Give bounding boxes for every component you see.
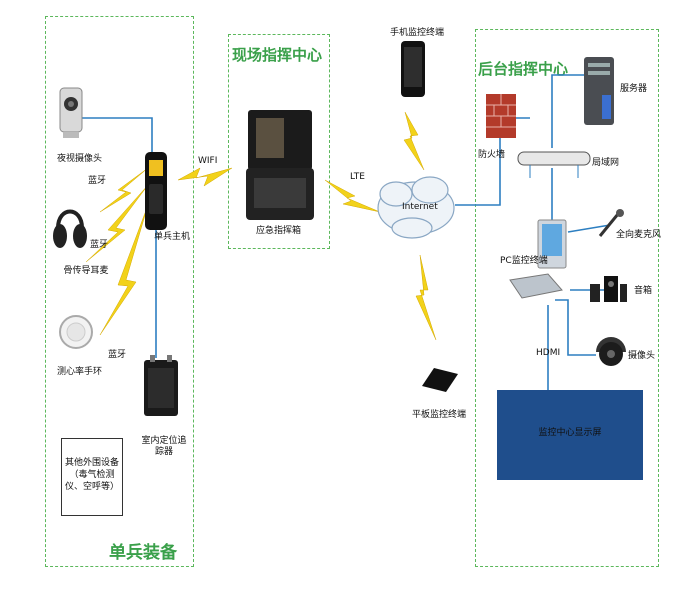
- speaker-icon: [588, 274, 628, 304]
- tablet-terminal-label: 平板监控终端: [412, 410, 467, 420]
- night-camera-label: 夜视摄像头: [57, 154, 103, 164]
- bolt-wifi: [177, 167, 233, 187]
- hdmi-label: HDMI: [536, 348, 561, 358]
- lan-bus: [517, 151, 591, 178]
- lan-label: 局域网: [592, 158, 620, 168]
- night-camera-icon: [57, 82, 85, 140]
- emergency-box-label: 应急指挥箱: [256, 226, 302, 236]
- firewall-label: 防火墙: [478, 150, 506, 160]
- indoor-tracker-label: 室内定位追踪器: [141, 436, 187, 457]
- bolt-bluetooth-camera: [99, 167, 149, 213]
- bluetooth-label-2: 蓝牙: [90, 240, 109, 250]
- bolt-bluetooth-headset: [85, 184, 149, 263]
- emergency-box-icon: [242, 108, 318, 223]
- indoor-tracker-icon: [142, 354, 180, 418]
- heart-band-icon: [58, 314, 94, 350]
- soldier-host-label: 单兵主机: [154, 232, 191, 242]
- other-peripherals-box: 其他外围设备（毒气检测仪、空呼等）: [61, 438, 123, 516]
- display-wall: 监控中心显示屏: [497, 390, 643, 480]
- headset-label: 骨传导耳麦: [63, 266, 109, 276]
- heart-band-label: 测心率手环: [57, 367, 103, 377]
- server-icon: [582, 55, 616, 127]
- region-backend-command-center: [475, 29, 659, 567]
- soldier-host-icon: [143, 150, 169, 232]
- bolt-tablet: [415, 254, 437, 341]
- dome-camera-icon: [594, 334, 628, 368]
- wire-pc-camera: [555, 299, 596, 356]
- bolt-mobile: [403, 111, 425, 171]
- pc-terminal-icon: [508, 218, 568, 308]
- firewall-icon: [484, 88, 518, 140]
- camera-label: 摄像头: [628, 351, 656, 361]
- bluetooth-label-3: 蓝牙: [108, 350, 127, 360]
- bolt-bluetooth-band: [99, 204, 149, 336]
- backend-center-title: 后台指挥中心: [478, 60, 569, 78]
- bluetooth-label-1: 蓝牙: [88, 176, 107, 186]
- server-label: 服务器: [620, 84, 648, 94]
- wire-camera-host: [80, 117, 153, 152]
- microphone-label: 全向麦克风: [616, 230, 662, 240]
- region-field-command-center: [228, 34, 330, 249]
- other-peripherals-label: 其他外围设备（毒气检测仪、空呼等）: [64, 458, 119, 492]
- headset-icon: [52, 198, 88, 256]
- wire-lan-server: [551, 74, 585, 148]
- display-wall-label: 监控中心显示屏: [538, 428, 602, 438]
- wifi-label: WIFI: [198, 156, 218, 166]
- tablet-icon: [420, 366, 460, 394]
- internet-label: Internet: [402, 202, 438, 212]
- microphone-icon: [596, 208, 626, 240]
- internet-cloud: [377, 176, 455, 239]
- speaker-label: 音箱: [634, 286, 653, 296]
- wire-pc-mic: [567, 224, 611, 233]
- pc-terminal-label: PC监控终端: [500, 256, 548, 266]
- mobile-terminal-label: 手机监控终端: [390, 28, 445, 38]
- mobile-phone-icon: [400, 40, 426, 98]
- lte-label: LTE: [350, 172, 365, 182]
- bolt-lte: [324, 179, 381, 213]
- soldier-region-title: 单兵装备: [109, 543, 177, 563]
- field-center-title: 现场指挥中心: [232, 46, 323, 64]
- region-soldier-equipment: [45, 16, 194, 567]
